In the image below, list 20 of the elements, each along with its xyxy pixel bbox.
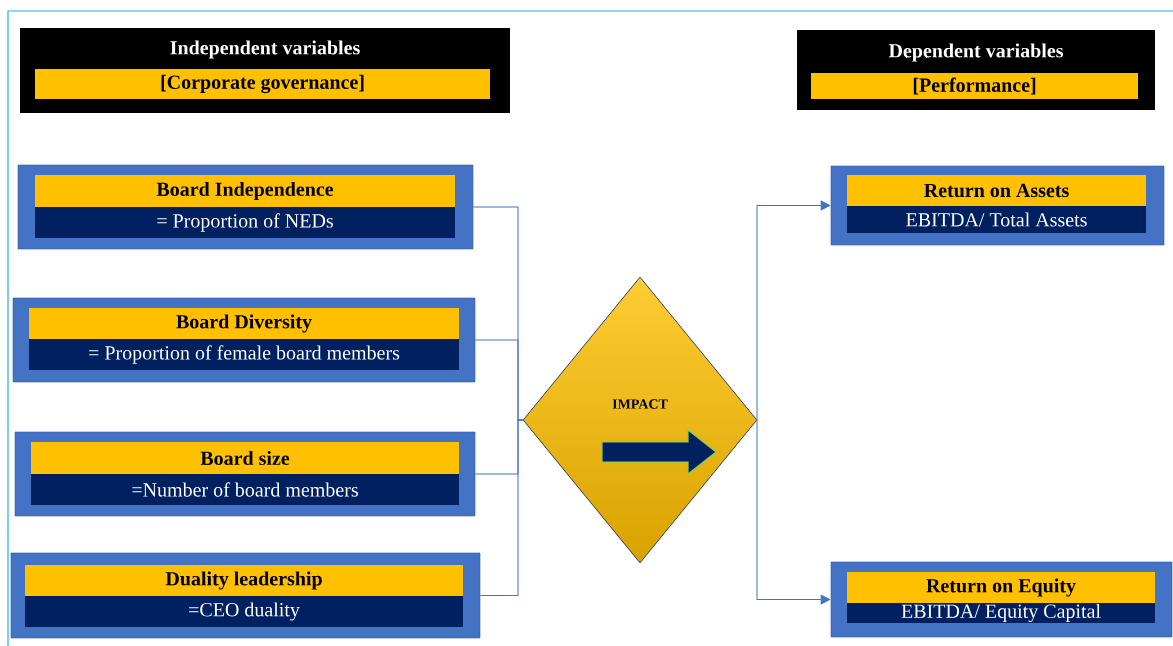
connector (756, 200, 831, 421)
variable-measure: = Proportion of NEDs (35, 207, 455, 238)
header-band: [Corporate governance] (35, 69, 490, 99)
header-title: Independent variables (170, 40, 360, 59)
header-title: Dependent variables (888, 43, 1063, 62)
connector (479, 419, 524, 596)
variable-title: Return on Assets (847, 175, 1146, 206)
variable-measure: =CEO duality (25, 596, 463, 627)
connector (756, 419, 831, 605)
variable-measure: EBITDA/ Total Assets (847, 206, 1146, 233)
variable-title: Board Independence (35, 175, 455, 207)
variable-measure: = Proportion of female board members (29, 339, 459, 370)
variable-measure: =Number of board members (31, 474, 459, 505)
variable-title: Board size (31, 442, 459, 474)
variable-title: Board Diversity (29, 308, 459, 339)
header-band: [Performance] (811, 73, 1138, 99)
variable-measure: EBITDA/ Equity Capital (847, 603, 1155, 623)
variable-title: Return on Equity (847, 572, 1155, 603)
variable-title: Duality leadership (25, 565, 463, 596)
impact-label: IMPACT (612, 399, 668, 409)
